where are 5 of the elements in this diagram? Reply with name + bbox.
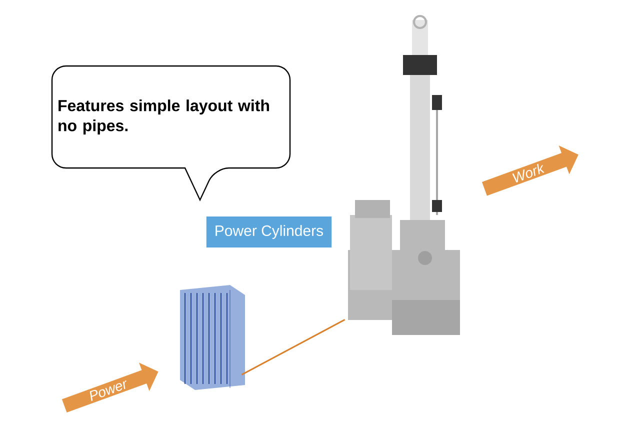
label-box: Power Cylinders — [206, 216, 332, 248]
cylinder-drawing — [348, 15, 460, 335]
speech-bubble: Features simple layout with no pipes. — [51, 65, 291, 201]
controller-drawing — [180, 285, 245, 390]
cable-line — [241, 319, 346, 376]
